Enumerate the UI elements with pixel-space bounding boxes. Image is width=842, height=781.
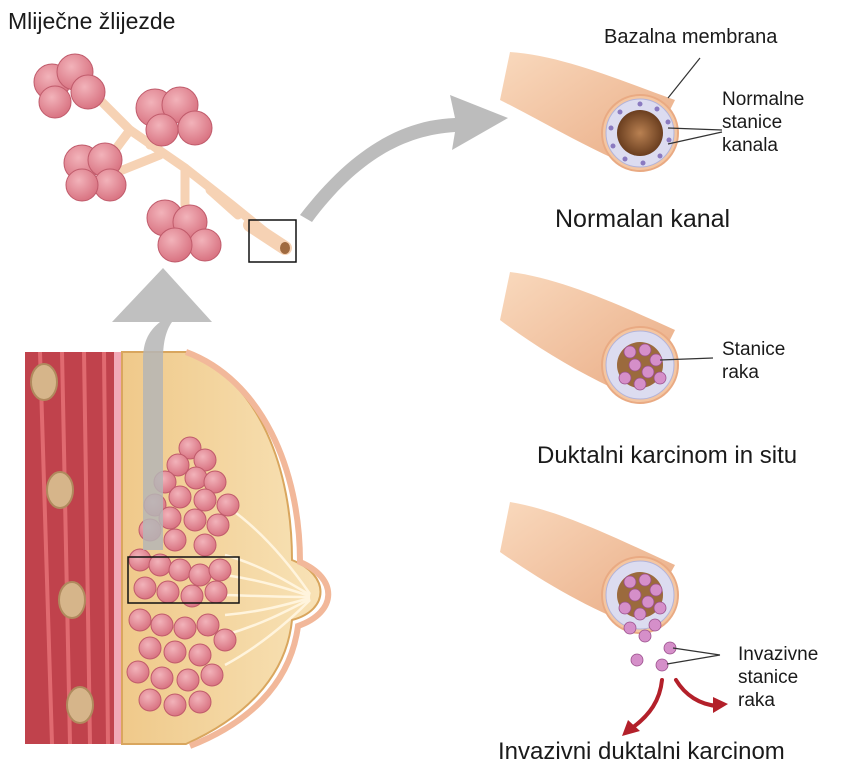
invasive-cells-line-3: raka	[738, 689, 818, 712]
skin-edge	[114, 352, 122, 744]
normal-cells-line-2: stanice	[722, 111, 804, 134]
dcis-caption: Duktalni karcinom in situ	[537, 442, 797, 470]
invasive-duct	[500, 502, 728, 736]
mammary-gland	[34, 54, 296, 262]
duct-end	[280, 242, 290, 254]
dcis-duct	[500, 272, 713, 403]
normal-cells-line-1: Normalne	[722, 88, 804, 111]
invasive-cells-line-2: stanice	[738, 666, 818, 689]
invasion-arrows	[632, 680, 718, 728]
idc-caption: Invazivni duktalni karcinom	[498, 738, 785, 766]
normal-duct-caption: Normalan kanal	[555, 205, 730, 234]
basement-membrane-label: Bazalna membrana	[604, 26, 777, 49]
normal-cells-label: Normalne stanice kanala	[722, 88, 804, 157]
arrow-right	[300, 95, 508, 222]
normal-duct	[500, 52, 722, 171]
glands-title: Mliječne žlijezde	[8, 8, 175, 35]
cancer-cells-label: Stanice raka	[722, 338, 785, 384]
gland-lobules	[34, 54, 221, 262]
invasive-cells-line-1: Invazivne	[738, 643, 818, 666]
breast-cross-section	[25, 352, 328, 746]
invasive-cells-label: Invazivne stanice raka	[738, 643, 818, 712]
cancer-cells-line-2: raka	[722, 361, 785, 384]
cancer-cells-line-1: Stanice	[722, 338, 785, 361]
normal-cells-line-3: kanala	[722, 134, 804, 157]
